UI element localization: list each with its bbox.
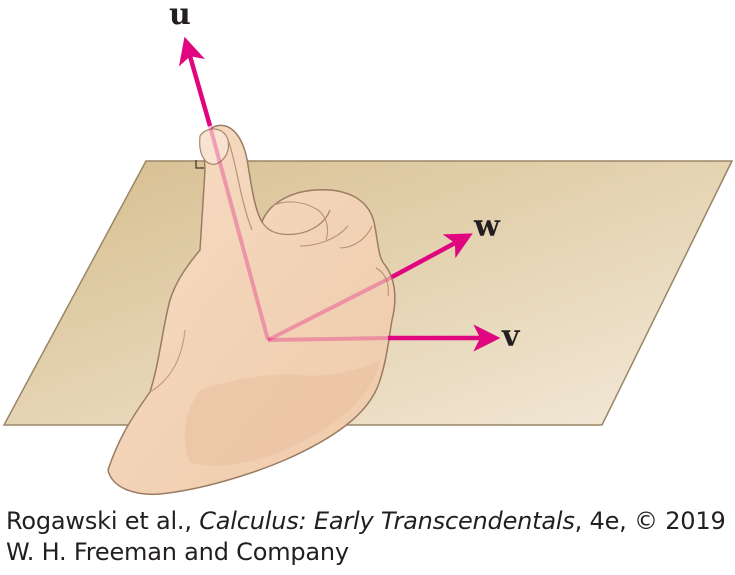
figure-caption: Rogawski et al., Calculus: Early Transce…	[6, 506, 731, 568]
label-w: w	[473, 209, 501, 244]
caption-line-1: Rogawski et al., Calculus: Early Transce…	[6, 506, 731, 537]
right-hand-rule-hand-icon	[107, 124, 396, 496]
right-angle-mark	[195, 160, 204, 169]
vectors	[178, 36, 501, 352]
label-v: v	[501, 319, 521, 354]
right-hand-rule-diagram: u w v	[2, 0, 734, 496]
caption-book-title: Calculus: Early Transcendentals	[199, 507, 575, 535]
vector-w-base	[267, 275, 393, 342]
vector-u-base	[208, 125, 270, 341]
vector-v-base	[267, 336, 389, 342]
vector-u-arrow	[178, 36, 213, 127]
label-u: u	[169, 0, 191, 32]
caption-authors: Rogawski et al.,	[6, 507, 200, 535]
caption-edition-copyright: , 4e, © 2019	[574, 507, 726, 535]
vector-w-arrow	[390, 233, 473, 279]
caption-line-2: W. H. Freeman and Company	[6, 538, 349, 566]
